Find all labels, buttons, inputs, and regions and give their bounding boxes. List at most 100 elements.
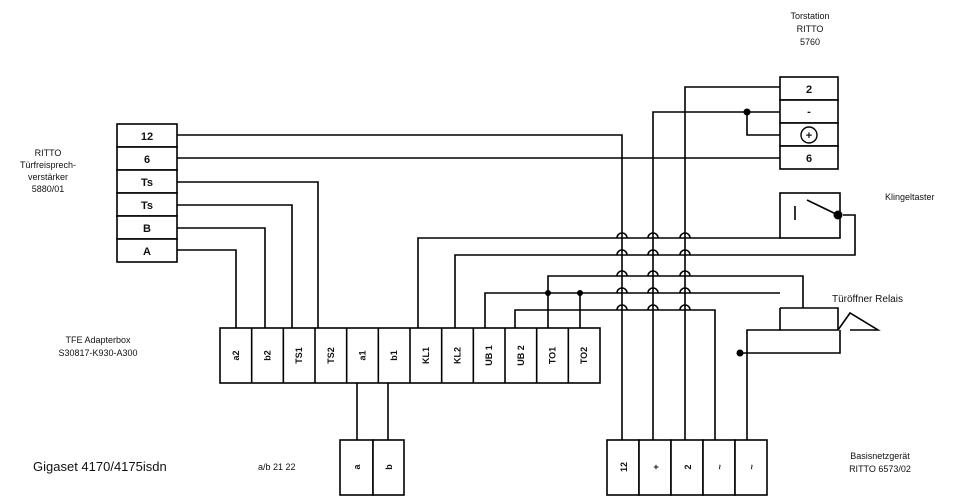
basisnetz-label: RITTO 6573/02 (849, 464, 911, 474)
gigaset-terminal (372, 439, 405, 496)
switch-pivot-icon (833, 210, 843, 220)
torstation-terminal-label: 6 (806, 153, 812, 165)
wire-to1 (547, 309, 716, 440)
gigaset-terminal-label: a (352, 464, 362, 470)
verstaerker-label: RITTO (35, 148, 62, 158)
ab-label: a/b 21 22 (258, 462, 296, 472)
wire-hop (616, 287, 628, 294)
wire-a (177, 249, 237, 328)
wire-hop (616, 270, 628, 277)
verstaerker-terminal-label: 6 (144, 154, 150, 166)
wire-hop (616, 304, 628, 311)
wire-ts-minus (652, 111, 780, 440)
verstaerker-terminal-label: Ts (141, 177, 153, 189)
adapter-terminal-label: UB 1 (484, 345, 494, 366)
basis-terminal-label: ~ (747, 464, 757, 469)
relais-block: Türöffner Relais (779, 294, 903, 331)
wire-ts-2 (684, 86, 780, 440)
wire-ts1 (177, 181, 319, 328)
basis-terminal (638, 439, 672, 496)
torstation-terminal-label: - (807, 106, 811, 118)
basis-terminal-label: ~ (715, 464, 725, 469)
wire-ts-plus (746, 112, 780, 136)
wire-relais-out (746, 329, 780, 440)
verstaerker-block: RITTO Türfreisprech- verstärker 5880/01 … (20, 123, 178, 263)
adapter-terminal-label: KL1 (421, 347, 431, 364)
torstation-terminal-label: + (806, 130, 812, 142)
basisnetz-block: 12 + 2 ~ ~ Basisnetzgerät RITTO 6573/02 (606, 439, 911, 496)
switch-lever-icon (806, 199, 839, 216)
adapter-terminal-label: a2 (231, 350, 241, 360)
wire-kl1 (417, 237, 780, 328)
wire-ts2 (177, 204, 293, 328)
wire-hop (647, 304, 659, 311)
wire-relais-bus (740, 330, 841, 354)
basis-terminal (734, 439, 768, 496)
klingeltaster-box (779, 192, 841, 239)
gigaset-label: Gigaset 4170/4175isdn (33, 459, 167, 474)
torstation-label: Torstation (790, 11, 829, 21)
adapterbox-block: TFE Adapterbox S30817-K930-A300 a2 b2 TS1 T… (58, 327, 601, 384)
adapter-terminal-label: UB 2 (516, 345, 526, 366)
klingeltaster-block: Klingeltaster (779, 192, 935, 239)
adapter-terminal-label: KL2 (453, 347, 463, 364)
wire-hop (647, 232, 659, 239)
torstation-label: RITTO (797, 24, 824, 34)
verstaerker-terminal-label: B (143, 223, 151, 235)
junction-dot (577, 290, 583, 296)
relais-label: Türöffner Relais (832, 294, 903, 305)
verstaerker-terminal-label: A (143, 246, 151, 258)
adapterbox-label: S30817-K930-A300 (58, 348, 137, 358)
adapter-terminal-label: TS1 (294, 347, 304, 364)
verstaerker-label: Türfreisprech- (20, 160, 76, 170)
wire-hop (647, 270, 659, 277)
wire-hop (679, 304, 691, 311)
wire-hop (679, 287, 691, 294)
basis-terminal (670, 439, 704, 496)
verstaerker-terminal-label: Ts (141, 200, 153, 212)
relais-coil-icon (779, 307, 839, 331)
wire-ub1 (484, 292, 780, 328)
relais-contact-icon (837, 311, 881, 331)
adapterbox-label: TFE Adapterbox (65, 335, 131, 345)
torstation-terminal-label: 2 (806, 84, 812, 96)
verstaerker-terminal (116, 238, 178, 263)
wire-hop (647, 287, 659, 294)
adapter-terminal-label: b1 (389, 350, 399, 361)
plus-symbol-icon (800, 126, 818, 144)
junction-dot (743, 108, 751, 116)
wire-kl2 (454, 214, 856, 328)
torstation-block: Torstation RITTO 5760 2 - + 6 (779, 11, 839, 170)
basis-terminal-label: 12 (619, 462, 629, 472)
verstaerker-terminal-label: 12 (141, 131, 153, 143)
wire-hop (647, 249, 659, 256)
junction-dot (545, 290, 551, 296)
adapter-terminals: a2 b2 TS1 TS2 a1 b1 KL1 KL2 UB 1 UB 2 TO1 TO2 (231, 328, 589, 383)
adapter-terminal-label: TO2 (579, 347, 589, 364)
basis-terminal-label: 2 (683, 464, 693, 469)
adapter-terminal-label: b2 (263, 350, 273, 361)
verstaerker-label: verstärker (28, 172, 68, 182)
wire-ub2 (514, 275, 804, 328)
gigaset-block: a b Gigaset 4170/4175isdn a/b 21 22 (33, 439, 405, 496)
adapter-terminal-label: TO1 (548, 347, 558, 364)
basis-terminal (702, 439, 736, 496)
wire-b (177, 227, 266, 328)
basisnetz-label: Basisnetzgerät (850, 451, 910, 461)
gigaset-terminal-label: b (384, 464, 394, 470)
adapter-terminal-label: a1 (358, 350, 368, 360)
verstaerker-label: 5880/01 (32, 184, 65, 194)
adapter-terminal-label: TS2 (326, 347, 336, 364)
wire-hop (616, 249, 628, 256)
wire-hop (616, 232, 628, 239)
torstation-terminal (779, 145, 839, 170)
klingeltaster-label: Klingeltaster (885, 192, 935, 202)
wire-hop (679, 232, 691, 239)
junction-dot (736, 349, 744, 357)
wire-hop (679, 249, 691, 256)
basis-terminal-label: + (651, 464, 661, 469)
wire-hop (679, 270, 691, 277)
wire-12 (177, 134, 623, 440)
wires (177, 86, 856, 440)
